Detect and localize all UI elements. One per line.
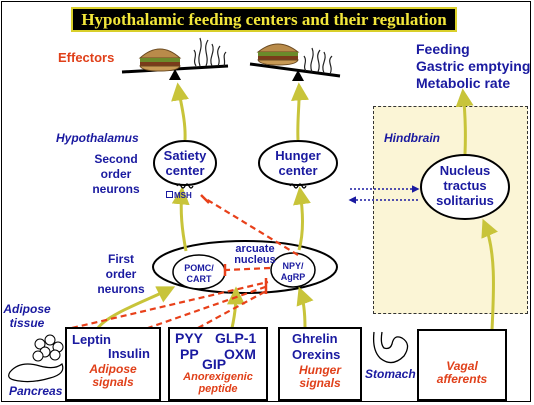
synapse-hunger [289, 183, 307, 189]
satiety-scale [121, 37, 229, 80]
pancreas-icon [8, 362, 64, 383]
arrow-satiety-to-scale [171, 82, 189, 141]
msh-label: MSH [166, 191, 192, 200]
vagal-afferents-box [417, 329, 507, 401]
effect-gastric-emptying: Gastric emptying [416, 58, 531, 74]
inhibit-bar-msh [200, 194, 210, 204]
arrow-npy-to-hunger [293, 186, 311, 251]
scale-fulcrum-right [292, 70, 304, 81]
oxm-label: OXM [224, 346, 256, 362]
hunger-signal-items: Ghrelin Orexins [292, 331, 340, 363]
effectors-label: Effectors [58, 50, 115, 65]
nts-node [420, 154, 510, 220]
msh-marker [166, 191, 173, 198]
arrow-ghrelin-to-npy [296, 286, 314, 329]
second-order-neurons-label: Second order neurons [92, 152, 140, 196]
flame-icon [193, 37, 227, 67]
pp-label: PP [180, 346, 199, 362]
inhibit-leptin-to-npy [71, 280, 269, 330]
scale-beam-right [249, 62, 341, 78]
burger-icon [256, 43, 300, 66]
ghrelin-label: Ghrelin [292, 331, 338, 346]
diagram-title: Hypothalamic feeding centers and their r… [71, 7, 457, 32]
hunger-center-label: Hunger center [275, 148, 321, 178]
arrow-hunger-to-scale [291, 82, 309, 141]
hindbrain-label: Hindbrain [384, 131, 440, 145]
arrow-pomc-to-satiety [171, 186, 190, 252]
first-order-neurons-label: First order neurons [97, 252, 145, 296]
hunger-scale [249, 43, 341, 81]
leptin-label: Leptin [72, 332, 111, 347]
arrow-vagal-to-nts [481, 218, 498, 331]
hypothalamus-label: Hypothalamus [56, 131, 139, 145]
arrow-nts-to-effects [455, 88, 474, 155]
effects-list: Feeding Gastric emptying Metabolic rate [416, 41, 530, 92]
nts-label: Nucleus tractus solitarius [436, 163, 494, 208]
arrow-anorexigenic-to-arcuate [226, 286, 245, 329]
effect-feeding: Feeding [416, 41, 470, 57]
scale-fulcrum-left [169, 69, 181, 80]
satiety-center-label: Satiety center [163, 148, 207, 178]
inhibit-pyy-to-npy [197, 289, 269, 329]
adipose-signals-caption: Adipose signals [89, 362, 137, 389]
burger-icon [138, 48, 182, 72]
adipose-cells-icon [32, 334, 64, 362]
pomc-cart-label: POMC/ CART [184, 263, 214, 284]
effect-metabolic-rate: Metabolic rate [416, 75, 511, 91]
stomach-icon [372, 331, 409, 364]
gip-label: GIP [202, 356, 227, 372]
adipose-tissue-label: Adipose tissue [3, 302, 51, 330]
hunger-signals-box [278, 327, 362, 401]
anorexigenic-caption: Anorexigenic peptide [183, 371, 253, 395]
hunger-signals-caption: Hunger signals [299, 363, 341, 390]
flame-icon [303, 47, 333, 75]
insulin-label: Insulin [108, 346, 150, 361]
adipose-signals-box [65, 327, 161, 401]
vagal-afferents-caption: Vagal afferents [436, 359, 488, 386]
inhibit-npy-to-msh [205, 198, 299, 256]
synapse-satiety [176, 183, 194, 189]
pyy-label: PYY [175, 330, 204, 346]
arcuate-nucleus-label: arcuate nucleus [234, 243, 276, 266]
pancreas-label: Pancreas [9, 384, 63, 398]
anorexigenic-box [168, 327, 268, 401]
orexins-label: Orexins [292, 347, 341, 362]
inhibit-insulin-to-npy [127, 284, 269, 337]
arrow-leptin-to-pomc [96, 286, 176, 329]
npy-agrp-label: NPY/ AgRP [280, 261, 306, 282]
glp1-label: GLP-1 [215, 330, 257, 346]
stomach-label: Stomach [365, 367, 416, 381]
inhibit-npy-to-pomc [225, 266, 271, 272]
